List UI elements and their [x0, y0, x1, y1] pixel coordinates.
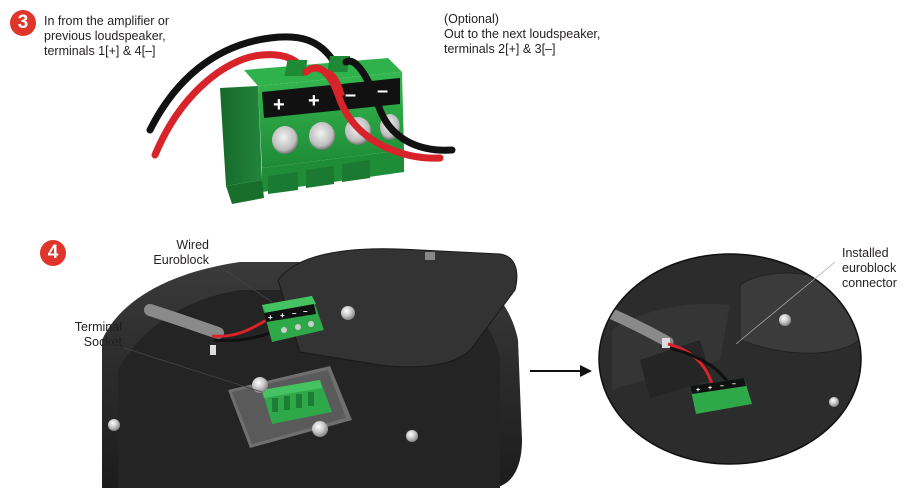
input-label-line-3: terminals 1[+] & 4[–] — [44, 44, 156, 58]
installed-terminal-marks: + + – – — [696, 381, 736, 394]
small-mark-3: – — [292, 309, 297, 318]
input-label-line-2: previous loudspeaker, — [44, 29, 166, 43]
speaker-housing — [102, 248, 522, 488]
step-3-badge: 3 — [10, 10, 36, 36]
wired-euroblock-label: Wired Euroblock — [153, 238, 209, 268]
installed-line-3: connector — [842, 276, 897, 290]
terminal-socket-label: Terminal Socket — [75, 320, 122, 350]
large-mark-4: – — [377, 80, 388, 102]
output-label-line-3: terminals 2[+] & 3[–] — [444, 42, 556, 56]
installed-mark-1: + — [696, 387, 700, 394]
large-euroblock-connector — [146, 33, 456, 204]
output-terminals-label: (Optional) Out to the next loudspeaker, … — [444, 12, 600, 57]
small-euroblock-connector — [262, 296, 324, 342]
input-label-line-1: In from the amplifier or — [44, 14, 170, 28]
input-terminals-label: In from the amplifier or previous loudsp… — [44, 14, 169, 59]
installed-connector-label: Installed euroblock connector — [842, 246, 897, 291]
wired-euroblock-line-1: Wired — [176, 238, 209, 252]
installed-detail-view — [598, 253, 862, 465]
installed-line-1: Installed — [842, 246, 889, 260]
large-mark-3: – — [345, 84, 356, 106]
installed-mark-4: – — [732, 381, 736, 388]
large-mark-1: + — [273, 94, 285, 116]
small-mark-4: – — [303, 307, 308, 316]
installed-mark-3: – — [720, 383, 724, 390]
output-label-line-1: (Optional) — [444, 12, 499, 26]
step-4-badge: 4 — [40, 240, 66, 266]
installed-line-2: euroblock — [842, 261, 897, 275]
small-mark-1: + — [268, 313, 273, 322]
large-terminal-marks: + + – – — [273, 80, 388, 116]
terminal-socket-line-1: Terminal — [74, 320, 122, 334]
output-label-line-2: Out to the next loudspeaker, — [444, 27, 601, 41]
wired-euroblock-line-2: Euroblock — [153, 253, 209, 267]
large-mark-2: + — [308, 90, 320, 112]
output-red-wire — [302, 64, 444, 162]
terminal-socket-line-2: Socket — [83, 335, 122, 349]
small-terminal-marks: + + – – — [268, 307, 308, 322]
output-black-wire — [342, 57, 456, 154]
right-arrow-icon — [530, 365, 592, 377]
input-black-wire — [146, 33, 338, 134]
small-mark-2: + — [280, 311, 285, 320]
installed-mark-2: + — [708, 385, 712, 392]
